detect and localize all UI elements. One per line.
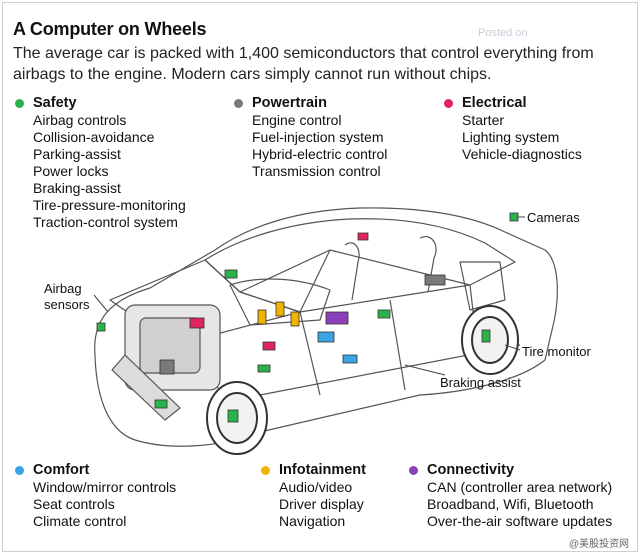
safety-chip-marker [481,329,491,343]
list-item: Seat controls [33,496,115,512]
powertrain-chip-marker [424,274,446,286]
comfort-chip-marker [317,331,335,343]
list-item: Broadband, Wifi, Bluetooth [427,496,594,512]
connectivity-dot-icon [409,466,418,475]
category-safety: Safety Airbag controls Collision-avoidan… [14,95,186,231]
callout-cameras: Cameras [527,210,580,225]
category-safety-name: Safety [33,95,77,111]
comfort-chip-marker [342,354,358,364]
callout-airbag-sensors: Airbag sensors [44,281,90,312]
category-comfort-name: Comfort [33,462,90,478]
callout-tire-monitor: Tire monitor [522,344,591,359]
list-item: Driver display [279,496,364,512]
infotainment-chip-marker [275,301,285,317]
electrical-dot-icon [444,99,453,108]
list-item: Parking-assist [33,146,121,162]
list-item: Transmission control [252,163,381,179]
safety-chip-marker [227,409,239,423]
safety-chip-marker [154,399,168,409]
electrical-chip-marker [262,341,276,351]
comfort-dot-icon [15,466,24,475]
safety-dot-icon [15,99,24,108]
list-item: Power locks [33,163,109,179]
powertrain-chip-marker [159,359,175,375]
safety-chip-marker [509,212,519,222]
safety-chip-marker [257,364,271,373]
category-powertrain-name: Powertrain [252,95,327,111]
list-item: Navigation [279,513,346,529]
category-comfort: Comfort Window/mirror controls Seat cont… [14,462,176,530]
callout-braking-assist: Braking assist [440,375,521,390]
connectivity-chip-marker [325,311,349,325]
infotainment-chip-marker [257,309,267,325]
category-connectivity: Connectivity CAN (controller area networ… [408,462,612,530]
list-item: Lighting system [462,129,560,145]
list-item: Window/mirror controls [33,479,177,495]
infotainment-dot-icon [261,466,270,475]
list-item: Engine control [252,112,342,128]
figure-title: A Computer on Wheels [13,19,207,39]
list-item: CAN (controller area network) [427,479,613,495]
electrical-chip-marker [189,317,205,329]
category-electrical: Electrical Starter Lighting system Vehic… [443,95,582,163]
powertrain-dot-icon [234,99,243,108]
list-item: Fuel-injection system [252,129,384,145]
list-item: Hybrid-electric control [252,146,388,162]
list-item: Starter [462,112,505,128]
figure-subtitle: The average car is packed with 1,400 sem… [13,45,594,83]
safety-chip-marker [96,322,106,332]
list-item: Traction-control system [33,214,178,230]
category-electrical-name: Electrical [462,95,527,111]
category-infotainment: Infotainment Audio/video Driver display … [260,462,366,530]
list-item: Climate control [33,513,127,529]
infotainment-chip-marker [290,311,300,327]
safety-chip-marker [224,269,238,279]
list-item: Over-the-air software updates [427,513,613,529]
list-item: Audio/video [279,479,353,495]
list-item: Tire-pressure-monitoring [33,197,186,213]
list-item: Airbag controls [33,112,127,128]
bottom-watermark: @美股投资网 [565,535,632,550]
list-item: Braking-assist [33,180,121,196]
category-powertrain: Powertrain Engine control Fuel-injection… [233,95,387,180]
list-item: Collision-avoidance [33,129,155,145]
category-connectivity-name: Connectivity [427,462,515,478]
list-item: Vehicle-diagnostics [462,146,582,162]
safety-chip-marker [377,309,391,319]
electrical-chip-marker [357,232,369,241]
category-infotainment-name: Infotainment [279,462,366,478]
posted-on-watermark: Posted on [478,27,528,39]
